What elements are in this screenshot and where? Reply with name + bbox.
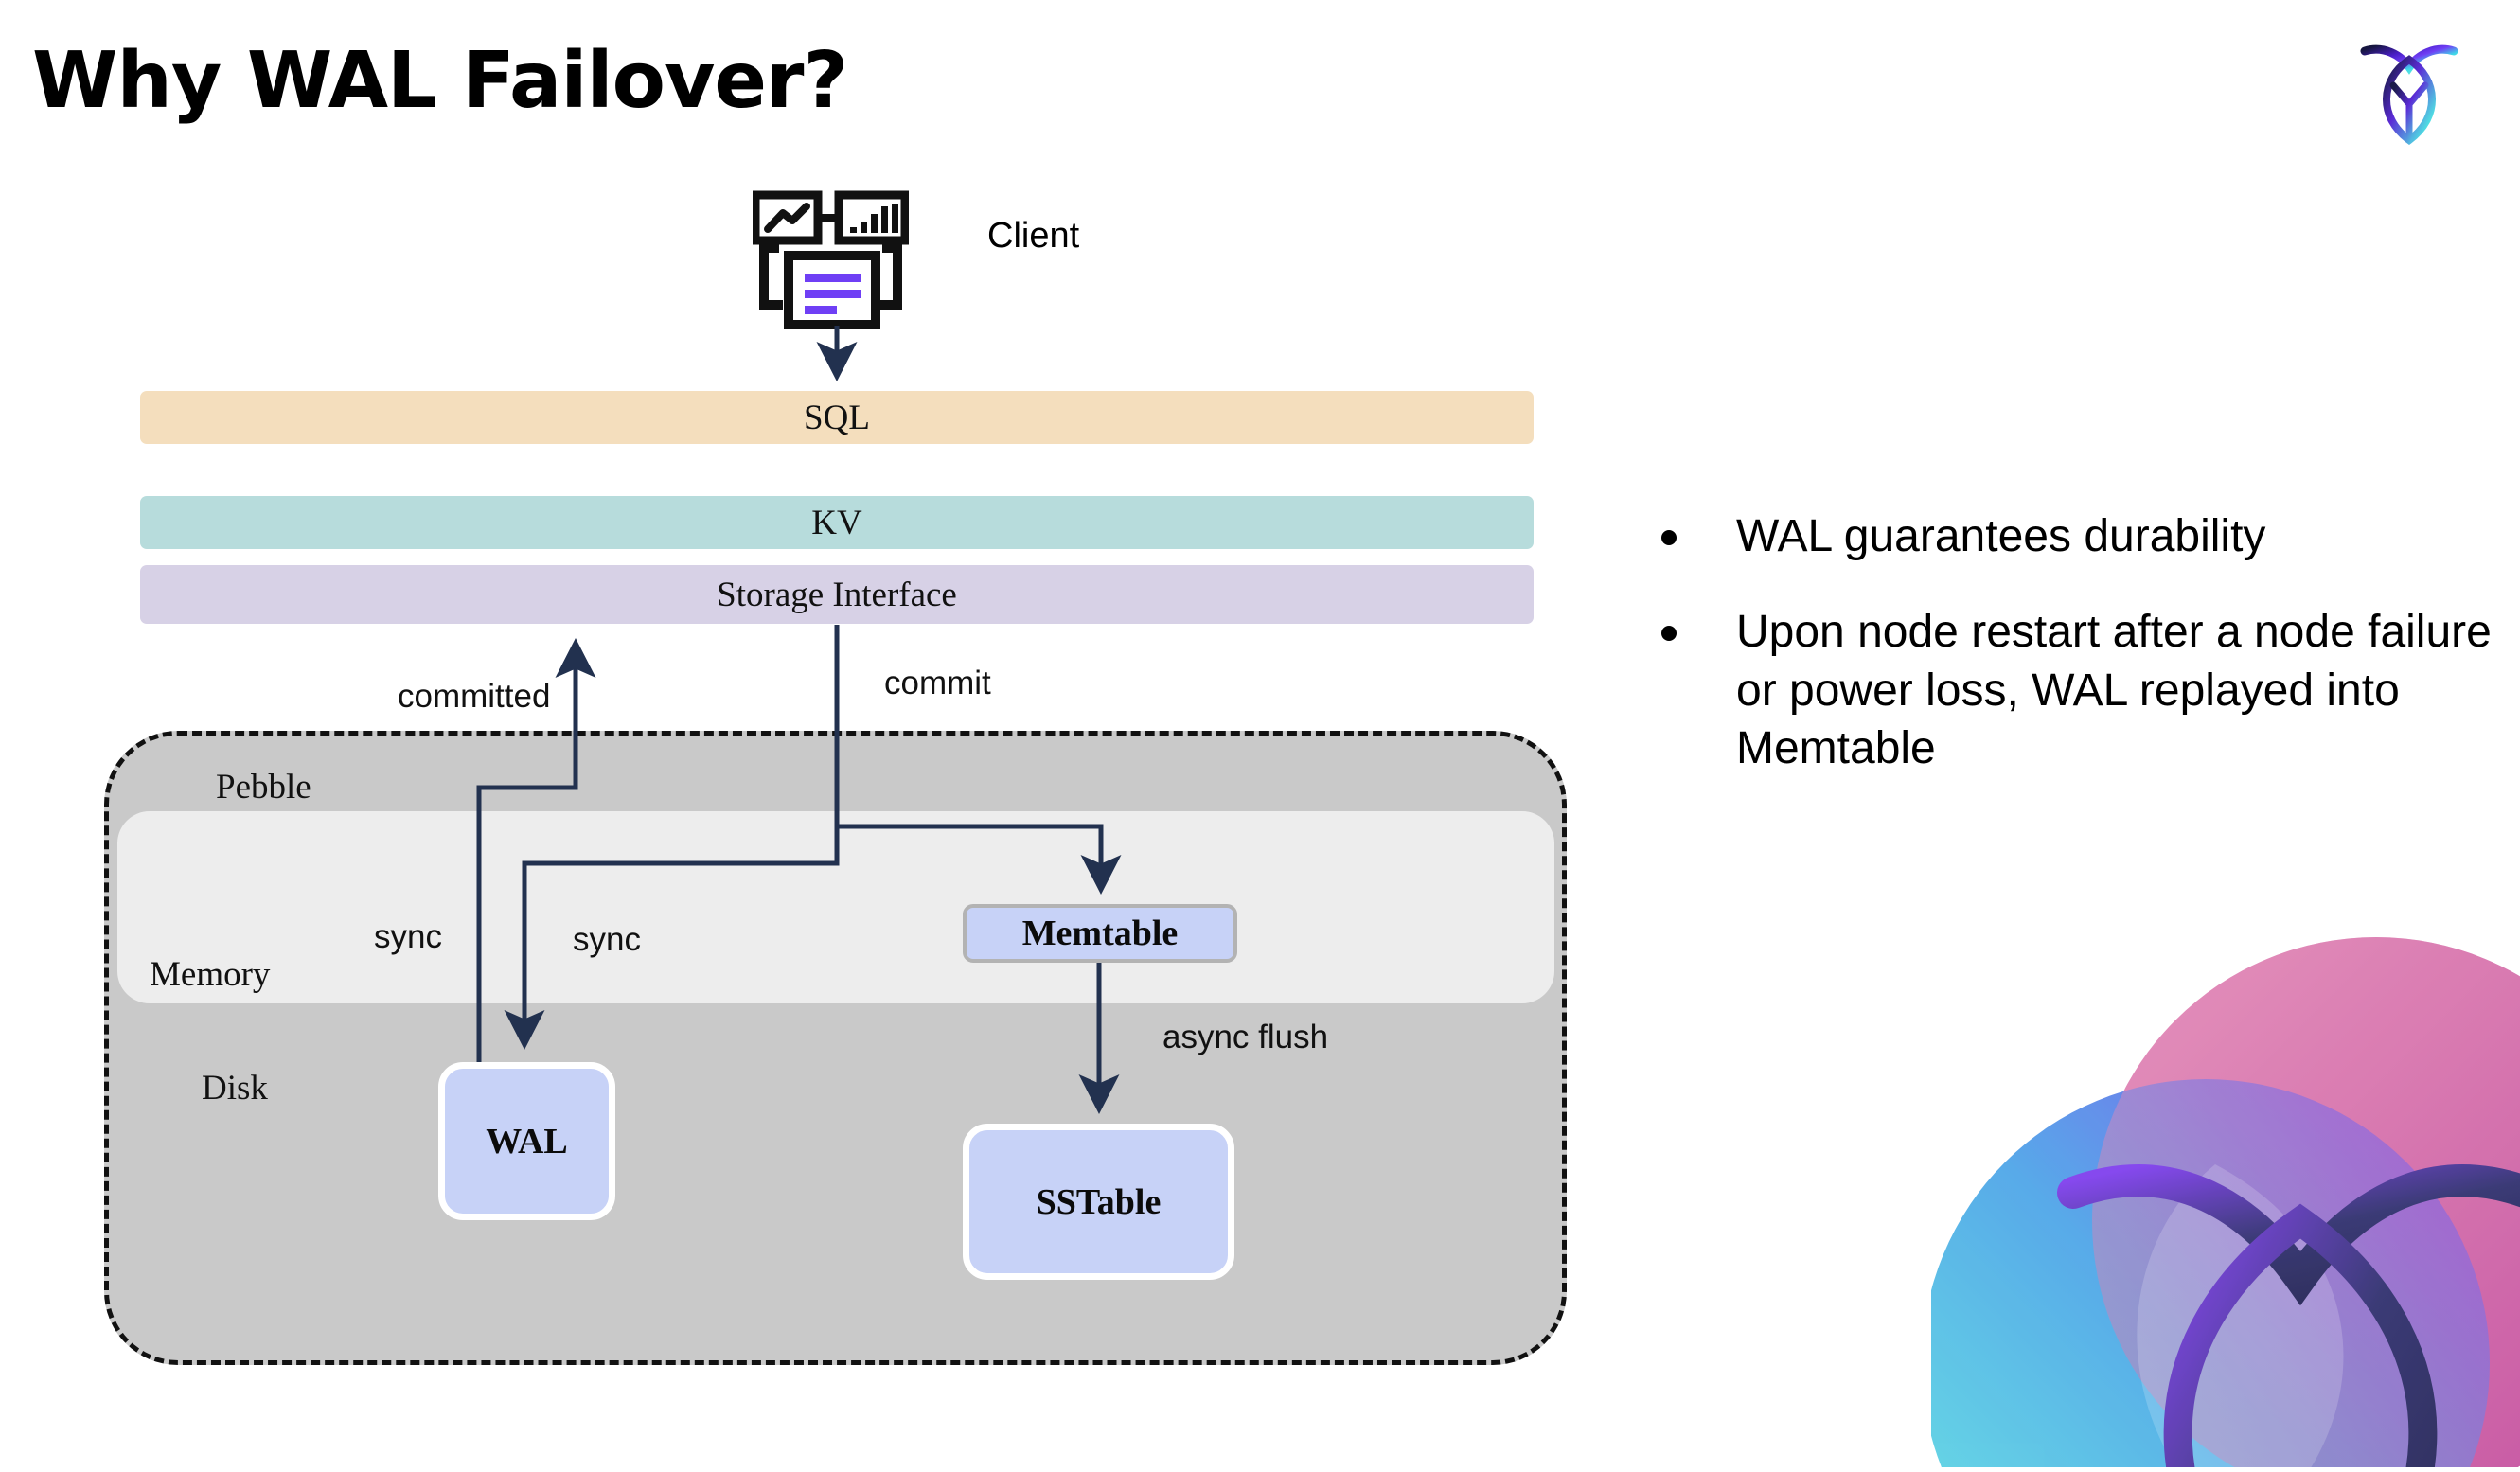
memory-label: Memory — [150, 955, 271, 994]
bullet-dot-icon — [1661, 626, 1677, 642]
component-memtable[interactable]: Memtable — [963, 904, 1237, 963]
client-label: Client — [987, 216, 1080, 256]
edge-label-commit: commit — [884, 665, 991, 701]
list-item: WAL guarantees durability — [1661, 507, 2494, 565]
bullet-text: Upon node restart after a node failure o… — [1736, 607, 2492, 774]
edge-label-committed: committed — [398, 678, 551, 715]
component-wal[interactable]: WAL — [438, 1062, 615, 1220]
pebble-label: Pebble — [216, 768, 311, 807]
layer-storage-interface[interactable]: Storage Interface — [140, 565, 1534, 624]
edge-label-async-flush: async flush — [1162, 1019, 1329, 1055]
bullet-text: WAL guarantees durability — [1736, 511, 2266, 561]
memory-region — [117, 811, 1554, 1003]
architecture-diagram: Client SQL KV Storage Interface Pebble M… — [104, 189, 1567, 1365]
disk-label: Disk — [202, 1069, 268, 1108]
edge-label-sync-right: sync — [573, 921, 641, 958]
component-sstable[interactable]: SSTable — [963, 1124, 1234, 1280]
edge-label-sync-left: sync — [374, 918, 442, 955]
layer-kv[interactable]: KV — [140, 496, 1534, 549]
cockroach-watermark-icon — [1922, 937, 2520, 1472]
layer-sql[interactable]: SQL — [140, 391, 1534, 444]
bullet-dot-icon — [1661, 530, 1677, 545]
client-dashboard-icon — [751, 189, 910, 331]
cockroach-logo-icon — [2357, 36, 2461, 145]
list-item: Upon node restart after a node failure o… — [1661, 603, 2494, 777]
bullet-list: WAL guarantees durability Upon node rest… — [1661, 507, 2494, 816]
page-title: Why WAL Failover? — [32, 36, 848, 126]
